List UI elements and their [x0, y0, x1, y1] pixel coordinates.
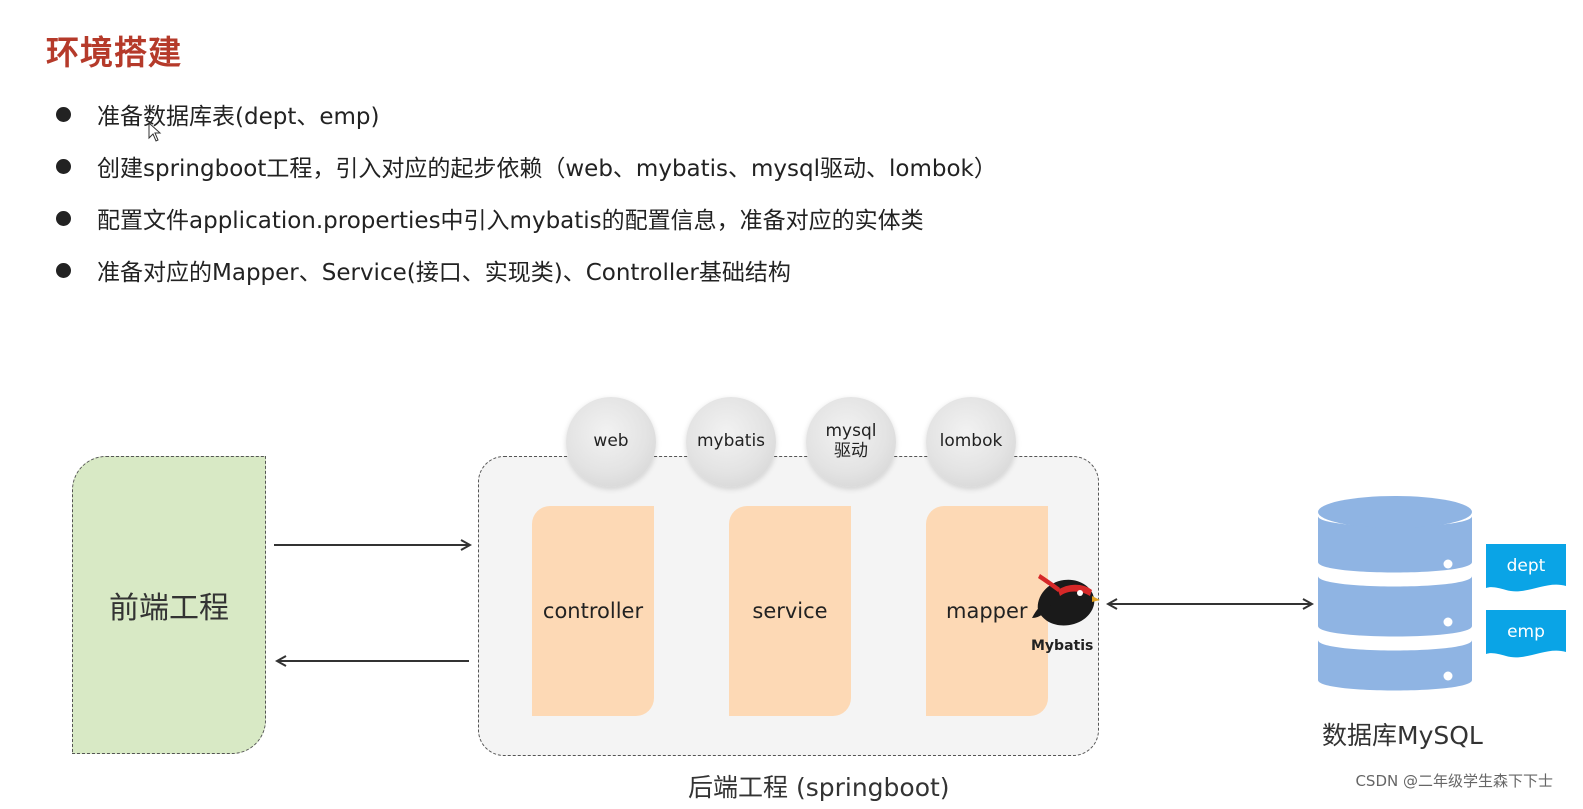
dependency-label: lombok	[939, 431, 1003, 452]
controller-layer: controller	[532, 506, 654, 716]
dependency-label: web	[593, 431, 629, 452]
layer-label: service	[752, 599, 828, 623]
layer-label: controller	[542, 599, 644, 623]
dependency-lombok: lombok	[926, 397, 1016, 487]
table-name: emp	[1507, 622, 1545, 642]
dependency-label: mybatis	[696, 431, 766, 452]
bullet-dot	[56, 158, 71, 174]
watermark: CSDN @二年级学生森下下士	[1355, 772, 1553, 790]
bullet-text: 创建springboot工程，引入对应的起步依赖（web、mybatis、mys…	[97, 156, 997, 182]
dependency-mybatis: mybatis	[686, 397, 776, 487]
mybatis-logo-text: Mybatis	[1031, 638, 1094, 654]
bullet-item: 创建springboot工程，引入对应的起步依赖（web、mybatis、mys…	[56, 149, 997, 183]
table-tag-emp: emp	[1486, 610, 1566, 654]
bullet-item: 配置文件application.properties中引入mybatis的配置信…	[56, 201, 924, 235]
service-layer: service	[729, 506, 851, 716]
database-label: 数据库MySQL	[1322, 721, 1483, 750]
frontend-box: 前端工程	[72, 456, 266, 754]
dependency-mysql-driver: mysql 驱动	[806, 397, 896, 487]
frontend-label: 前端工程	[109, 591, 229, 626]
bullet-text: 准备对应的Mapper、Service(接口、实现类)、Controller基础…	[97, 260, 791, 286]
bullet-dot	[56, 210, 71, 226]
table-tag-shape	[1486, 610, 1566, 658]
dependency-label: mysql 驱动	[825, 421, 877, 461]
bullet-dot	[56, 106, 71, 122]
table-name: dept	[1506, 556, 1546, 576]
table-tag-dept: dept	[1486, 544, 1566, 588]
mybatis-bird-icon	[1032, 574, 1100, 626]
mapper-layer: mapper	[926, 506, 1048, 716]
table-tag-shape	[1486, 544, 1566, 592]
bullet-text: 配置文件application.properties中引入mybatis的配置信…	[97, 208, 924, 234]
bullet-item: 准备对应的Mapper、Service(接口、实现类)、Controller基础…	[56, 253, 791, 287]
bullet-dot	[56, 262, 71, 278]
database-icon	[1318, 496, 1472, 691]
bullet-text: 准备数据库表(dept、emp)	[97, 104, 380, 130]
bullet-item: 准备数据库表(dept、emp)	[56, 97, 379, 131]
mouse-cursor-icon	[148, 122, 162, 142]
dependency-web: web	[566, 397, 656, 487]
backend-label: 后端工程 (springboot)	[688, 773, 950, 802]
page-title: 环境搭建	[46, 33, 182, 72]
layer-label: mapper	[946, 599, 1028, 623]
